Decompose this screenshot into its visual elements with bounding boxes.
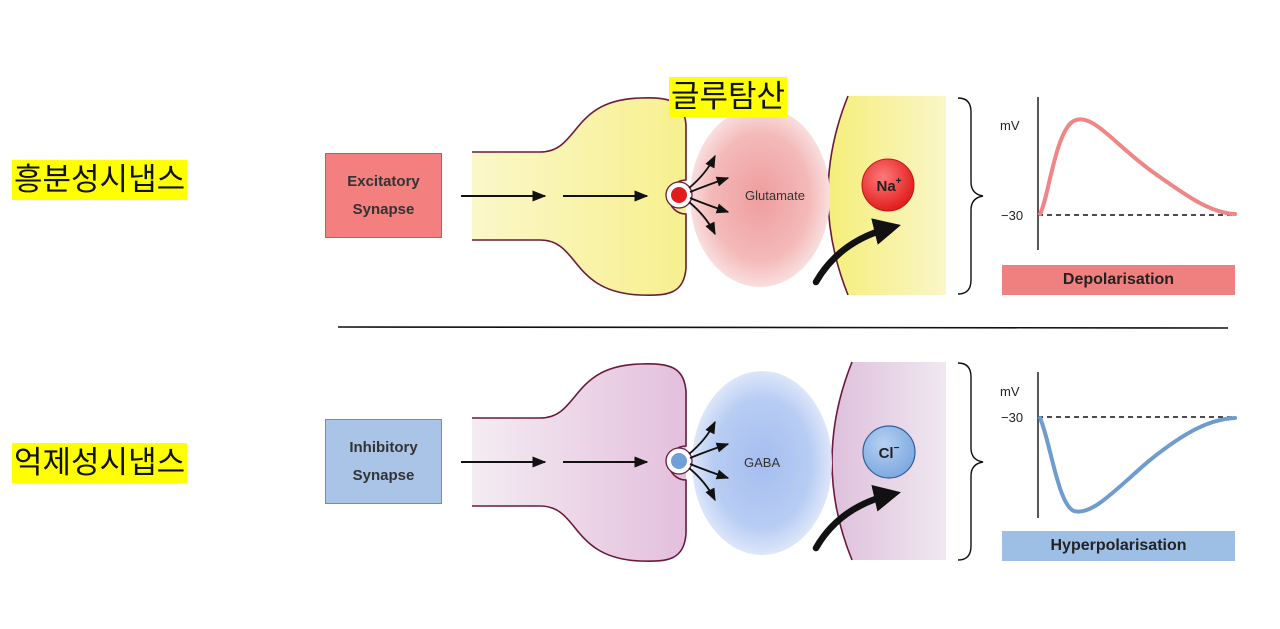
excitatory-synapse-korean-label: 흥분성시냅스 [12, 160, 188, 200]
glutamate-korean-label: 글루탐산 [669, 77, 788, 117]
inhibitory-vesicle [671, 453, 687, 469]
inhibitory-synapse: GABA Cl− mV −30 [461, 361, 1237, 562]
sodium-ion [861, 158, 915, 212]
excitatory-vesicle [671, 187, 687, 203]
inhibitory-synapse-box: Inhibitory Synapse [325, 419, 442, 504]
excitatory-release-arrows [688, 154, 730, 236]
inhibitory-axis-unit: mV [1000, 384, 1020, 399]
excitatory-brace [957, 97, 984, 295]
excitatory-axis-unit: mV [1000, 118, 1020, 133]
depolarisation-graph: mV −30 [1000, 97, 1237, 250]
glutamate-label: Glutamate [745, 188, 805, 203]
hyperpolarisation-graph: mV −30 [1000, 372, 1237, 518]
section-divider [337, 326, 1229, 329]
excitatory-box-line-1: Excitatory [347, 172, 420, 190]
gaba-label: GABA [744, 455, 780, 470]
excitatory-synapse-box: Excitatory Synapse [325, 153, 442, 238]
inhibitory-tick-label: −30 [1001, 410, 1023, 425]
excitatory-ion-flow-arrow [812, 218, 901, 286]
inhibitory-box-line-2: Synapse [352, 466, 415, 484]
inhibitory-synaptic-cleft [692, 371, 832, 555]
excitatory-box-line-2: Synapse [352, 200, 415, 218]
excitatory-synaptic-cleft [690, 107, 830, 287]
inhibitory-ion-flow-arrow [812, 484, 901, 552]
hyperpolarisation-bar: Hyperpolarisation [1002, 531, 1235, 561]
excitatory-synapse: Glutamate Na+ mV −30 [461, 95, 1237, 296]
depolarisation-bar: Depolarisation [1002, 265, 1235, 295]
inhibitory-brace [957, 362, 984, 561]
excitatory-tick-label: −30 [1001, 208, 1023, 223]
depolarisation-curve [1038, 117, 1237, 216]
chloride-ion-label: Cl− [879, 443, 900, 462]
inhibitory-box-line-1: Inhibitory [349, 438, 418, 456]
sodium-ion-label: Na+ [876, 176, 901, 195]
hyperpolarisation-curve [1038, 416, 1237, 514]
inhibitory-release-arrows [688, 420, 730, 502]
inhibitory-synapse-korean-label: 억제성시냅스 [12, 443, 188, 483]
chloride-ion [862, 425, 916, 479]
